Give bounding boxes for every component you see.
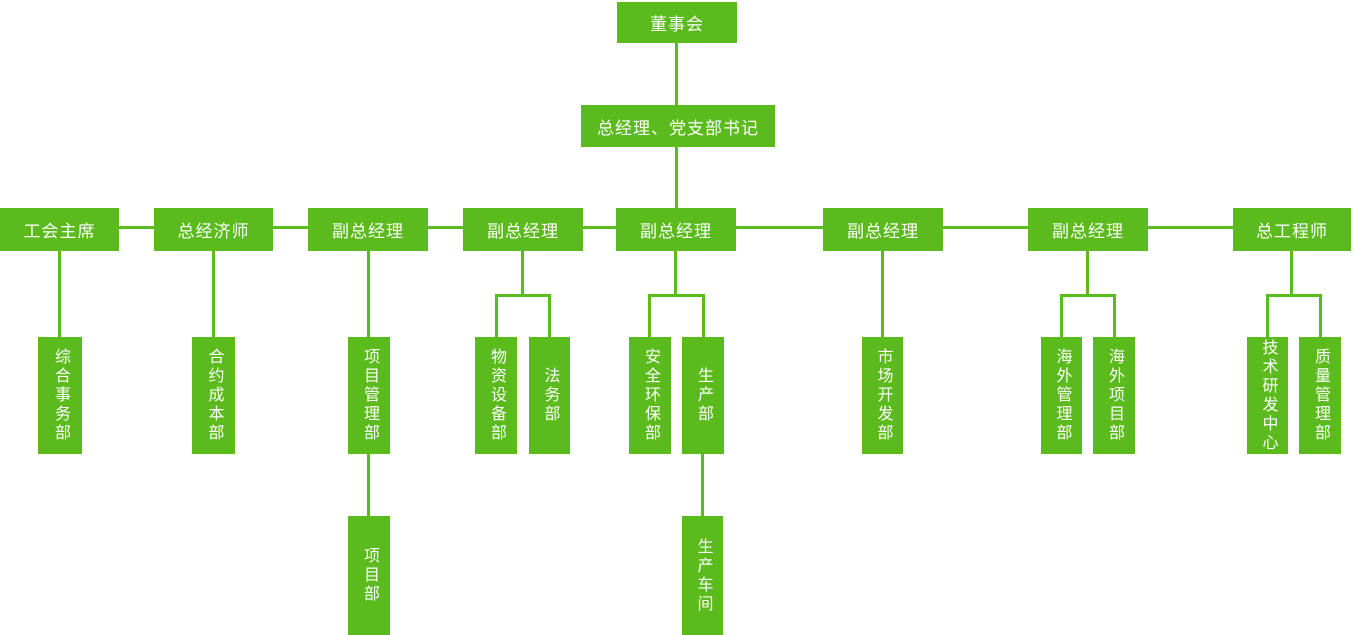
- connector-branch-drop: [1266, 294, 1269, 337]
- connector-branch-drop: [1319, 294, 1322, 337]
- node-union-chairman: 工会主席: [0, 208, 119, 251]
- dept-label: 合约成本部: [205, 348, 223, 443]
- node-deputy-gm-4: 副总经理: [823, 208, 943, 251]
- connector-dgm4-marketdev: [881, 251, 884, 337]
- dept-quality-management: 质量管理部: [1299, 337, 1341, 454]
- connector-union-generalaffairs: [58, 251, 61, 337]
- dept-label: 项目管理部: [361, 348, 378, 443]
- connector-gm-row: [675, 147, 678, 208]
- dept-production: 生产部: [682, 337, 724, 454]
- dept-label: 生产车间: [694, 537, 712, 614]
- dept-label: 安全环保部: [642, 348, 659, 443]
- node-deputy-gm-1: 副总经理: [308, 208, 428, 251]
- node-general-manager-party-secretary: 总经理、党支部书记: [581, 105, 775, 147]
- connector-economist-contractcost: [212, 251, 215, 337]
- dept-legal: 法务部: [529, 337, 570, 454]
- dept-label: 技术研发中心: [1259, 338, 1277, 453]
- dept-label: 法务部: [541, 367, 559, 424]
- dept-label: 物资设备部: [488, 348, 505, 443]
- connector-branch-bar: [1060, 294, 1116, 297]
- dept-project-management: 项目管理部: [348, 337, 390, 454]
- dept-overseas-project: 海外项目部: [1093, 337, 1135, 454]
- dept-label: 海外管理部: [1053, 348, 1071, 443]
- connector-l3: [736, 226, 823, 229]
- connector-branch-drop: [1113, 294, 1116, 337]
- connector-branch-drop: [648, 294, 651, 337]
- connector-branch-drop: [548, 294, 551, 337]
- connector-l3: [273, 226, 308, 229]
- dept-market-development: 市场开发部: [862, 337, 903, 454]
- subdept-production-workshop: 生产车间: [682, 516, 723, 635]
- dept-safety-environment: 安全环保部: [629, 337, 671, 454]
- dept-overseas-management: 海外管理部: [1041, 337, 1082, 454]
- node-deputy-gm-3: 副总经理: [616, 208, 736, 251]
- dept-label: 项目部: [361, 547, 378, 604]
- connector-board-gm: [675, 43, 678, 105]
- connector-branch-bar: [495, 294, 551, 297]
- connector-branch-drop: [702, 294, 705, 337]
- connector-branch-stem: [1086, 251, 1089, 297]
- subdept-project: 项目部: [348, 516, 390, 635]
- dept-label: 市场开发部: [874, 348, 892, 443]
- node-board-of-directors: 董事会: [617, 2, 737, 43]
- node-deputy-gm-5: 副总经理: [1028, 208, 1148, 251]
- connector-l3: [428, 226, 463, 229]
- connector-l3: [583, 226, 616, 229]
- dept-label: 质量管理部: [1312, 348, 1329, 443]
- connector-branch-stem: [521, 251, 524, 297]
- dept-label: 海外项目部: [1106, 348, 1123, 443]
- dept-label: 综合事务部: [52, 348, 69, 443]
- dept-materials-equipment: 物资设备部: [475, 337, 517, 454]
- connector-branch-drop: [495, 294, 498, 337]
- dept-contract-cost: 合约成本部: [192, 337, 235, 454]
- connector-l3: [943, 226, 1028, 229]
- node-deputy-gm-2: 副总经理: [463, 208, 583, 251]
- connector-projectmgmt-projectdept: [367, 454, 370, 516]
- connector-l3: [1148, 226, 1233, 229]
- connector-branch-drop: [1060, 294, 1063, 337]
- connector-production-workshop: [701, 454, 704, 516]
- connector-branch-stem: [1290, 251, 1293, 297]
- connector-l3: [119, 226, 154, 229]
- dept-tech-rd-center: 技术研发中心: [1247, 337, 1288, 454]
- node-chief-engineer: 总工程师: [1233, 208, 1351, 251]
- connector-dgm1-projectmgmt: [367, 251, 370, 337]
- connector-branch-bar: [1266, 294, 1322, 297]
- node-chief-economist: 总经济师: [154, 208, 273, 251]
- dept-label: 生产部: [695, 367, 712, 424]
- connector-branch-stem: [674, 251, 677, 297]
- dept-general-affairs: 综合事务部: [38, 337, 82, 454]
- connector-branch-bar: [648, 294, 705, 297]
